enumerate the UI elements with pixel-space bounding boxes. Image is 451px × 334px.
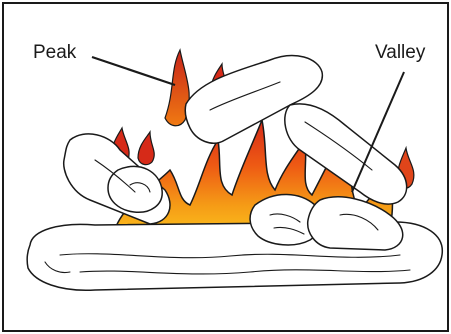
valley-label: Valley [375,43,425,62]
log-front-left [108,166,162,212]
peak-label: Peak [33,43,76,62]
flame-left-small-2 [138,132,154,165]
peak-leader-line [92,57,175,85]
